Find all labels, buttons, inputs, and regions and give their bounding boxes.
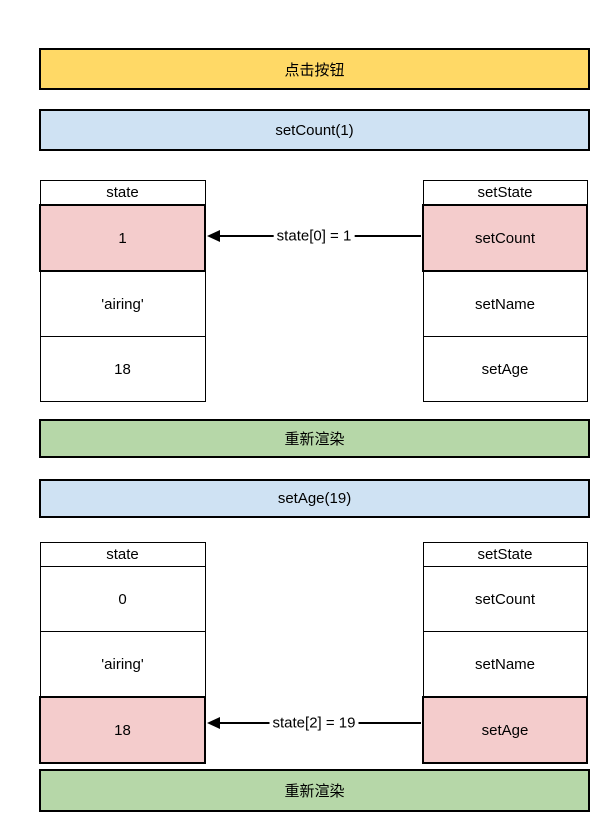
state-cell-count: 1 (39, 204, 206, 272)
rerender-node-1-label: 重新渲染 (284, 431, 345, 448)
rerender-node-1: 重新渲染 (39, 419, 590, 458)
rerender-node-2-label: 重新渲染 (284, 783, 345, 800)
setter-cell-setname: setName (422, 270, 588, 337)
state-table-step2: state 0 'airing' 18 (39, 542, 206, 764)
click-button-label: 点击按钮 (284, 61, 345, 79)
setcount-call-node: setCount(1) (39, 109, 590, 151)
update-arrow-step2-label: state[2] = 19 (269, 714, 359, 732)
setter-cell-setage: setAge (422, 696, 588, 764)
state-table-header: state (39, 180, 206, 206)
setter-cell-setname: setName (422, 631, 588, 698)
setstate-table-step1: setState setCount setName setAge (422, 180, 588, 402)
setter-cell-setcount: setCount (422, 566, 588, 632)
update-arrow-step1-label: state[0] = 1 (273, 227, 355, 245)
setter-cell-setage: setAge (422, 336, 588, 402)
update-arrow-step1: state[0] = 1 (206, 225, 422, 247)
state-cell-name: 'airing' (39, 270, 206, 337)
setage-call-node: setAge(19) (39, 479, 590, 518)
state-cell-age: 18 (39, 696, 206, 764)
state-cell-name: 'airing' (39, 631, 206, 698)
setstate-table-header: setState (422, 542, 588, 567)
state-cell-count: 0 (39, 566, 206, 632)
setcount-call-label: setCount(1) (275, 121, 354, 139)
state-cell-age: 18 (39, 336, 206, 402)
setstate-table-step2: setState setCount setName setAge (422, 542, 588, 764)
state-table-step1: state 1 'airing' 18 (39, 180, 206, 402)
state-table-header: state (39, 542, 206, 567)
rerender-node-2: 重新渲染 (39, 769, 590, 812)
click-button-node: 点击按钮 (39, 48, 590, 90)
setstate-table-header: setState (422, 180, 588, 206)
update-arrow-step2: state[2] = 19 (206, 712, 422, 734)
setage-call-label: setAge(19) (277, 490, 352, 507)
setter-cell-setcount: setCount (422, 204, 588, 272)
